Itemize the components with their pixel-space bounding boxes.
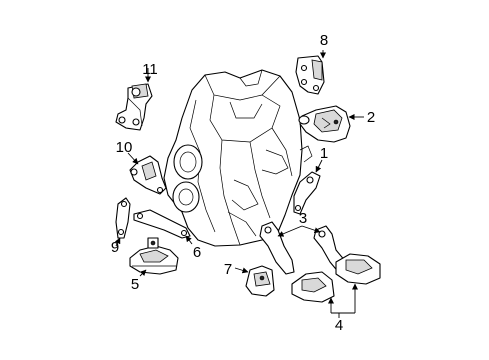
callout-11: 11 [142, 61, 158, 78]
part-8-bracket [295, 55, 325, 95]
callout-1: 1 [320, 145, 328, 162]
part-4-mounts [291, 253, 381, 303]
leader-lines [114, 50, 364, 318]
part-6-bracket [133, 209, 191, 239]
part-1-arm [293, 171, 321, 215]
part-9-strut [115, 197, 131, 239]
callout-4: 4 [335, 317, 343, 334]
engine-block-illustration [163, 69, 313, 247]
part-2-mount [298, 105, 351, 143]
callout-9: 9 [111, 239, 119, 256]
callout-10: 10 [116, 139, 133, 156]
callout-3: 3 [299, 210, 307, 227]
callout-8: 8 [320, 32, 328, 49]
callout-6: 6 [193, 244, 201, 261]
part-5-mount [129, 237, 179, 275]
callout-2: 2 [367, 109, 375, 126]
part-10-bracket [129, 155, 167, 195]
part-7-mount [245, 265, 275, 297]
part-3-arms [259, 221, 349, 275]
callout-7: 7 [224, 261, 232, 278]
callout-5: 5 [131, 276, 139, 293]
part-11-bracket [115, 83, 153, 131]
